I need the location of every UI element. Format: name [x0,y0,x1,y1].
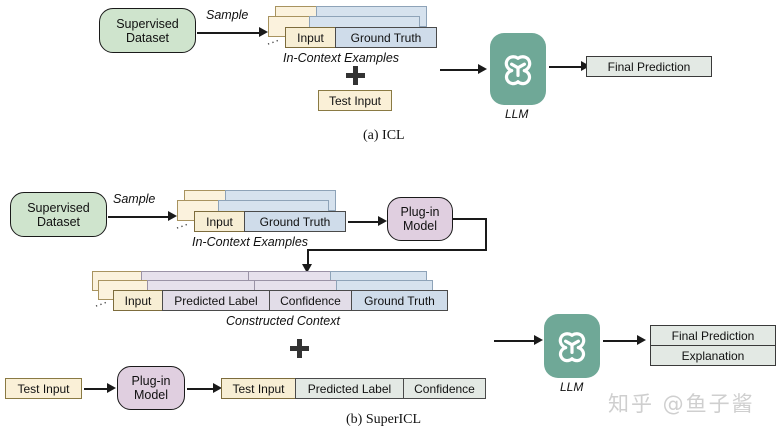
supericl-example-input-label: Input [206,214,233,229]
supericl-feedback-line-left [307,249,487,251]
supericl-plugin2-out-line [187,388,215,390]
supericl-sample-arrow-line [108,216,170,218]
supericl-testinput-to-plugin-line [84,388,109,390]
supericl-feedback-line-drop [307,249,309,267]
supericl-plugin-model-node-2: Plug-in Model [117,366,185,410]
context-segment-input: Input [113,290,163,311]
supericl-dataset-line1: Supervised [27,200,90,215]
test-strip-predicted-label: Predicted Label [307,381,392,396]
context-input-label: Input [124,293,152,308]
test-strip-segment-test-input: Test Input [221,378,296,399]
supericl-explanation-label: Explanation [681,348,745,363]
icl-dataset-line1: Supervised [116,16,179,31]
supericl-example-segment-input: Input [194,211,245,232]
icl-example-segment-input: Input [285,27,336,48]
supericl-plugin2-line2: Model [133,388,169,402]
supericl-plugin-line1: Plug-in [400,205,440,219]
icl-llm-label: LLM [505,107,529,121]
supericl-feedback-arrowhead [302,264,312,273]
supericl-to-llm-line [494,340,536,342]
openai-logo-icon [504,55,532,86]
context-segment-ground-truth: Ground Truth [351,290,448,311]
context-confidence-label: Confidence [280,293,341,308]
openai-logo-icon [558,332,586,363]
supericl-llm-out-line [603,340,639,342]
supericl-plugin2-line1: Plug-in [131,374,171,388]
icl-to-llm-arrowhead [478,64,487,74]
supericl-example-segment-ground-truth: Ground Truth [244,211,346,232]
context-segment-confidence: Confidence [269,290,352,311]
supericl-testinput-to-plugin-arrowhead [107,383,116,393]
supericl-final-prediction-label: Final Prediction [671,328,755,343]
watermark: 知乎 @鱼子酱 [608,392,755,416]
context-ground-truth-label: Ground Truth [364,293,435,308]
icl-examples-caption: In-Context Examples [283,51,400,65]
supericl-test-input-box: Test Input [5,378,82,399]
constructed-context-caption: Constructed Context [226,314,340,328]
icl-test-input-box: Test Input [318,90,392,111]
icl-supervised-dataset-node: Supervised Dataset [99,8,196,53]
icl-final-prediction-box: Final Prediction [586,56,712,77]
icl-llm-node [490,33,546,105]
icl-example-segment-ground-truth: Ground Truth [335,27,437,48]
icl-example-ground-truth-label: Ground Truth [350,30,422,45]
supericl-examples-caption: In-Context Examples [192,235,309,249]
supericl-sample-label: Sample [113,192,156,206]
supericl-examples-to-plugin-line [348,221,380,223]
supericl-llm-out-arrowhead [637,335,646,345]
supericl-llm-label: LLM [560,380,584,394]
supericl-to-llm-arrowhead [534,335,543,345]
test-strip-test-input-label: Test Input [232,381,285,396]
context-segment-predicted-label: Predicted Label [162,290,270,311]
caption-b: (b) SuperICL [346,412,422,427]
supericl-explanation-row: Explanation [650,345,776,366]
test-strip-segment-confidence: Confidence [403,378,486,399]
supericl-plugin-model-node: Plug-in Model [387,197,453,241]
supericl-final-prediction-row: Final Prediction [650,325,776,346]
icl-sample-arrow-line [197,32,261,34]
context-predicted-label: Predicted Label [174,293,258,308]
icl-sample-arrow-head [259,27,268,37]
supericl-sample-arrow-head [168,211,177,221]
supericl-plugin2-out-arrowhead [213,383,222,393]
icl-test-input-label: Test Input [328,93,382,108]
supericl-example-ground-truth-label: Ground Truth [259,214,331,229]
caption-a: (a) ICL [363,128,405,143]
supericl-test-input-label: Test Input [17,381,70,396]
supericl-plugin-line2: Model [402,219,438,233]
icl-dataset-line2: Dataset [125,30,170,45]
test-strip-confidence-label: Confidence [414,381,475,396]
icl-example-input-label: Input [297,30,324,45]
supericl-feedback-line-down [485,218,487,250]
icl-llm-out-line [549,66,583,68]
supericl-examples-to-plugin-arrowhead [378,216,387,226]
supericl-supervised-dataset-node: Supervised Dataset [10,192,107,237]
supericl-dataset-line2: Dataset [36,214,81,229]
icl-to-llm-line [440,69,480,71]
supericl-llm-node [544,314,600,378]
icl-sample-label: Sample [206,8,249,22]
icl-llm-out-arrowhead [581,61,590,71]
test-strip-segment-predicted-label: Predicted Label [295,378,404,399]
icl-final-prediction-label: Final Prediction [607,59,691,74]
supericl-feedback-line-right [452,218,487,220]
